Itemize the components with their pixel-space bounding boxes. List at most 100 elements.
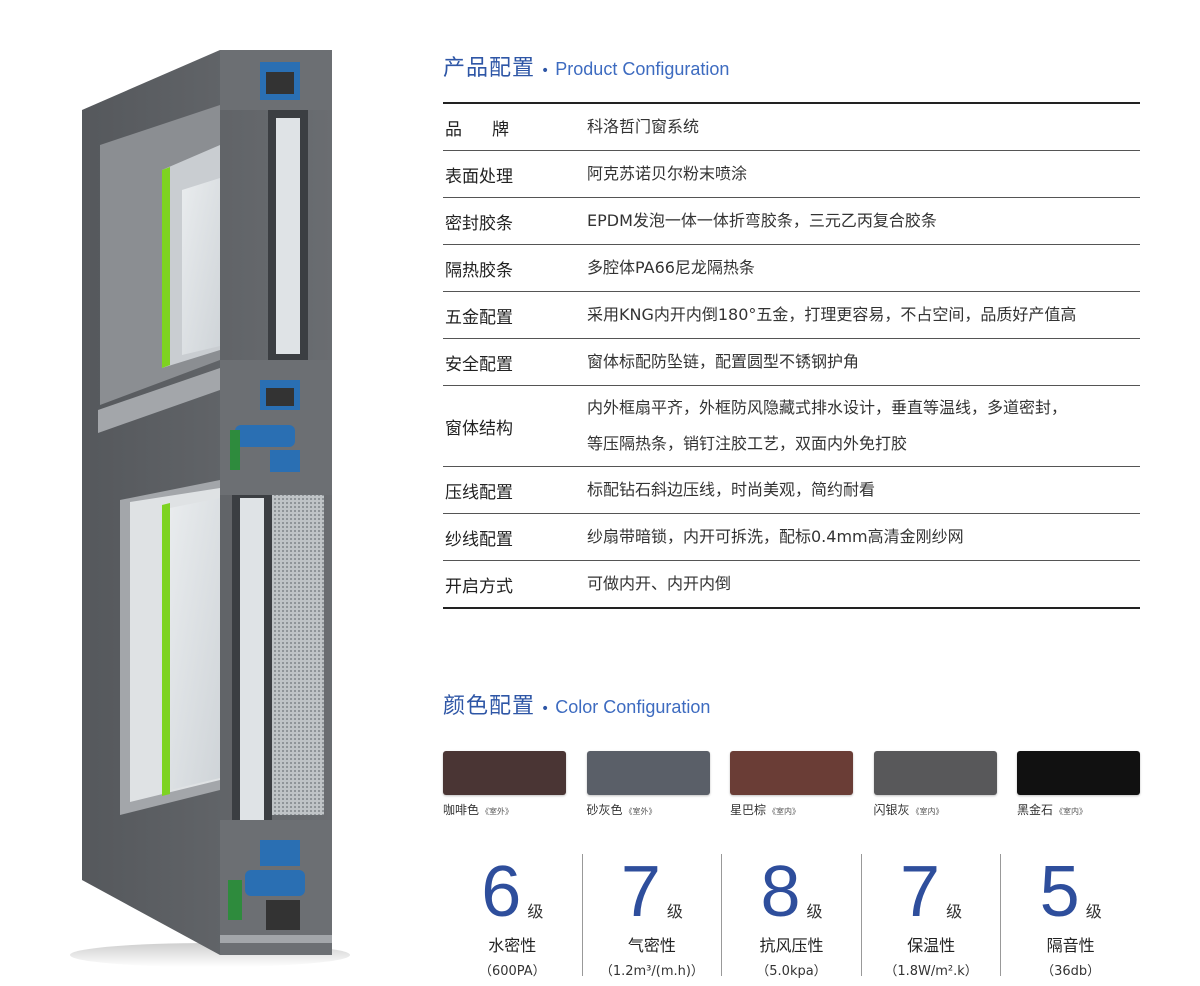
grade-name: 气密性 — [627, 936, 676, 955]
color-swatch: 砂灰色《室外》 — [586, 751, 710, 818]
grade-unit: 级 — [946, 902, 963, 921]
color-caption: 咖啡色《室外》 — [443, 801, 566, 818]
color-name: 咖啡色 — [443, 803, 480, 817]
color-swatch: 黑金石《室内》 — [1017, 751, 1140, 818]
title-separator-dot: • — [541, 63, 550, 79]
config-value: 窗体标配防坠链，配置圆型不锈钢护角 — [587, 339, 859, 385]
color-config-title-cn: 颜色配置 — [443, 694, 536, 719]
config-value-line: 多腔体PA66尼龙隔热条 — [587, 258, 755, 277]
config-row: 窗体结构 内外框扇平齐，外框防风隐藏式排水设计，垂直等温线，多道密封， 等压隔热条，… — [443, 386, 1140, 467]
color-chip — [873, 751, 997, 795]
config-label: 安全配置 — [445, 354, 513, 375]
config-value-line: 纱扇带暗锁，内开可拆洗，配标0.4mm高清金刚纱网 — [587, 527, 964, 546]
config-label: 隔热胶条 — [445, 260, 513, 281]
config-label: 密封胶条 — [445, 213, 513, 234]
config-row: 密封胶条 EPDM发泡一体一体折弯胶条，三元乙丙复合胶条 — [443, 198, 1140, 245]
config-value-line: 内外框扇平齐，外框防风隐藏式排水设计，垂直等温线，多道密封， — [587, 398, 1068, 417]
grade-number: 6 — [481, 852, 522, 932]
color-chip — [586, 751, 710, 795]
color-name: 星巴棕 — [730, 803, 767, 817]
config-row: 五金配置 采用KNG内开内倒180°五金，打理更容易，不占空间，品质好产值高 — [443, 292, 1140, 339]
grade-unit: 级 — [666, 902, 683, 921]
grade-number: 7 — [620, 852, 661, 932]
config-label: 窗体结构 — [445, 418, 513, 439]
config-value-line: 科洛哲门窗系统 — [587, 117, 700, 136]
config-row: 表面处理 阿克苏诺贝尔粉末喷涂 — [443, 151, 1140, 198]
color-name: 砂灰色 — [586, 803, 623, 817]
config-label: 品牌 — [445, 119, 539, 140]
title-separator-dot: • — [541, 701, 550, 717]
grade-name: 隔音性 — [1046, 936, 1095, 955]
color-placement-tag: 《室内》 — [768, 807, 801, 816]
grade-spec: （36db） — [1041, 964, 1101, 979]
grade-number: 5 — [1039, 852, 1080, 932]
grade-spec: （600PA） — [478, 964, 546, 979]
color-swatch: 星巴棕《室内》 — [730, 751, 853, 818]
config-value-line: EPDM发泡一体一体折弯胶条，三元乙丙复合胶条 — [587, 211, 937, 230]
grade-unit: 级 — [806, 902, 823, 921]
config-row: 开启方式 可做内开、内开内倒 — [443, 561, 1140, 609]
product-config-title-en: Product Configuration — [555, 59, 730, 79]
grade-spec: （5.0kpa） — [756, 964, 827, 979]
grade-unit: 级 — [527, 902, 544, 921]
color-name: 黑金石 — [1017, 803, 1054, 817]
grade-number: 8 — [760, 852, 801, 932]
grade-spec: （1.8W/m².k） — [884, 964, 978, 979]
color-swatch-list: 咖啡色《室外》砂灰色《室外》星巴棕《室内》闪银灰《室内》黑金石《室内》 — [443, 751, 1140, 818]
config-row: 隔热胶条 多腔体PA66尼龙隔热条 — [443, 245, 1140, 292]
window-profile-photo — [70, 50, 350, 967]
config-label: 开启方式 — [445, 576, 513, 597]
config-value: 可做内开、内开内倒 — [587, 561, 731, 607]
color-config-heading: 颜色配置 • Color Configuration — [443, 688, 710, 720]
color-swatch: 闪银灰《室内》 — [873, 751, 997, 818]
config-value: 纱扇带暗锁，内开可拆洗，配标0.4mm高清金刚纱网 — [587, 514, 964, 560]
color-config-title-en: Color Configuration — [555, 697, 711, 717]
config-value: 多腔体PA66尼龙隔热条 — [587, 245, 755, 291]
color-caption: 星巴棕《室内》 — [730, 801, 853, 818]
grade-name: 抗风压性 — [759, 936, 824, 955]
config-value-line: 等压隔热条，销钉注胶工艺，双面内外免打胶 — [587, 434, 908, 453]
grade-name: 水密性 — [488, 936, 537, 955]
color-caption: 砂灰色《室外》 — [587, 801, 710, 818]
config-value: EPDM发泡一体一体折弯胶条，三元乙丙复合胶条 — [587, 198, 937, 244]
config-label: 表面处理 — [445, 166, 513, 187]
config-value: 阿克苏诺贝尔粉末喷涂 — [587, 151, 747, 197]
grade-name: 保温性 — [907, 936, 956, 955]
config-row: 品牌 科洛哲门窗系统 — [443, 104, 1140, 151]
grade-number: 7 — [900, 852, 941, 932]
config-value: 标配钻石斜边压线，时尚美观，简约耐看 — [587, 467, 875, 513]
color-placement-tag: 《室外》 — [481, 807, 514, 816]
color-placement-tag: 《室内》 — [1055, 807, 1088, 816]
config-value-line: 采用KNG内开内倒180°五金，打理更容易，不占空间，品质好产值高 — [587, 305, 1077, 324]
grade-unit: 级 — [1085, 902, 1102, 921]
config-value: 内外框扇平齐，外框防风隐藏式排水设计，垂直等温线，多道密封， 等压隔热条，销钉注胶… — [587, 386, 1067, 466]
color-chip — [443, 751, 566, 795]
color-caption: 闪银灰《室内》 — [874, 801, 997, 818]
color-chip — [730, 751, 853, 795]
config-label: 压线配置 — [445, 482, 513, 503]
config-row: 压线配置 标配钻石斜边压线，时尚美观，简约耐看 — [443, 467, 1140, 514]
config-value-line: 阿克苏诺贝尔粉末喷涂 — [587, 164, 748, 183]
config-label: 纱线配置 — [445, 529, 513, 550]
color-chip — [1017, 751, 1140, 795]
config-value-line: 可做内开、内开内倒 — [587, 574, 732, 593]
product-config-title-cn: 产品配置 — [443, 56, 536, 81]
color-placement-tag: 《室外》 — [624, 807, 657, 816]
config-value: 科洛哲门窗系统 — [587, 104, 699, 150]
config-label: 五金配置 — [445, 307, 513, 328]
product-config-table: 品牌 科洛哲门窗系统表面处理 阿克苏诺贝尔粉末喷涂密封胶条 EPDM发泡一体一体折弯胶… — [443, 102, 1140, 609]
config-value-line: 标配钻石斜边压线，时尚美观，简约耐看 — [587, 480, 876, 499]
color-swatch: 咖啡色《室外》 — [443, 751, 566, 818]
config-value: 采用KNG内开内倒180°五金，打理更容易，不占空间，品质好产值高 — [587, 292, 1076, 338]
